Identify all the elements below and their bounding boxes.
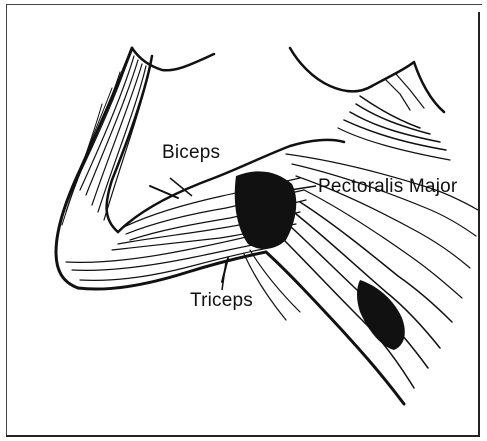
pectoralis-major-label: Pectoralis Major xyxy=(318,176,457,198)
triceps-label: Triceps xyxy=(190,290,253,312)
neck-curve xyxy=(290,48,372,91)
armpit-shadow xyxy=(235,171,297,249)
chest-fiber-mass xyxy=(357,280,405,350)
forearm-group xyxy=(56,48,214,288)
pectoralis-leader xyxy=(290,186,316,190)
biceps-label: Biceps xyxy=(162,142,220,164)
shoulder-group xyxy=(290,48,450,160)
biceps-muscle xyxy=(112,140,344,250)
wrist-top xyxy=(132,48,214,70)
triceps-muscle xyxy=(66,232,268,289)
